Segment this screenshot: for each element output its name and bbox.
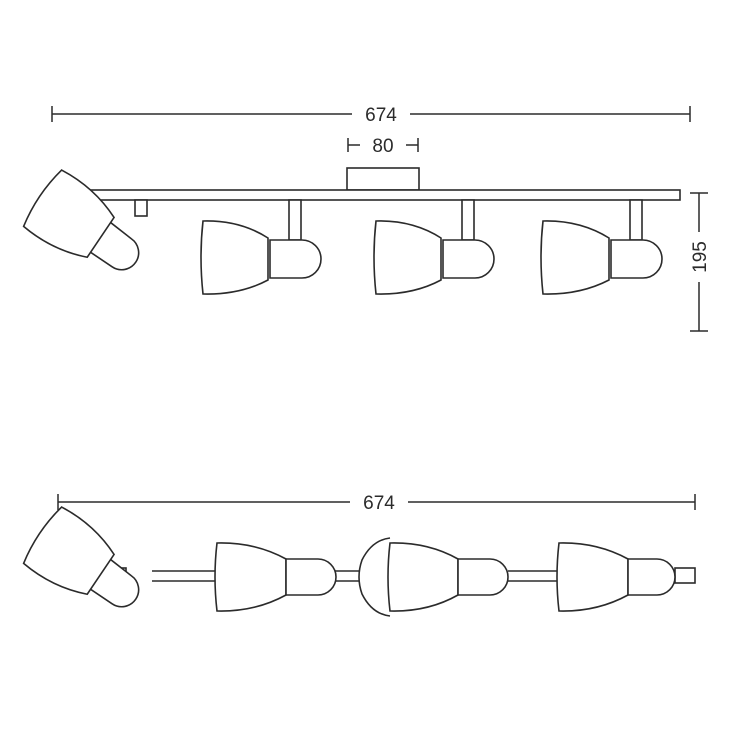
dimension-width-top: 674 xyxy=(57,493,696,514)
front-view: 674 80 195 xyxy=(22,105,711,332)
spotlight-front-3 xyxy=(373,199,495,295)
ceiling-canopy xyxy=(346,167,420,191)
width-label-front: 674 xyxy=(365,105,397,126)
mounting-bar xyxy=(86,189,681,201)
dimension-canopy: 80 xyxy=(347,136,419,157)
dimension-width-front: 674 xyxy=(51,105,691,126)
dimension-height: 195 xyxy=(690,192,711,332)
mounting-bar-top xyxy=(152,567,696,584)
spotlight-tilted-front xyxy=(22,169,148,271)
spotlight-top-4 xyxy=(556,542,676,612)
spotlight-top-2 xyxy=(214,542,337,612)
spotlight-front-4 xyxy=(540,199,663,295)
height-label: 195 xyxy=(690,241,711,273)
top-view: 674 xyxy=(22,493,696,617)
spotlight-front-2 xyxy=(200,199,322,295)
width-label-top: 674 xyxy=(363,493,395,514)
spotlight-top-3 xyxy=(358,537,509,617)
spotlight-tilted-top xyxy=(22,506,140,608)
canopy-width-label: 80 xyxy=(372,136,393,157)
